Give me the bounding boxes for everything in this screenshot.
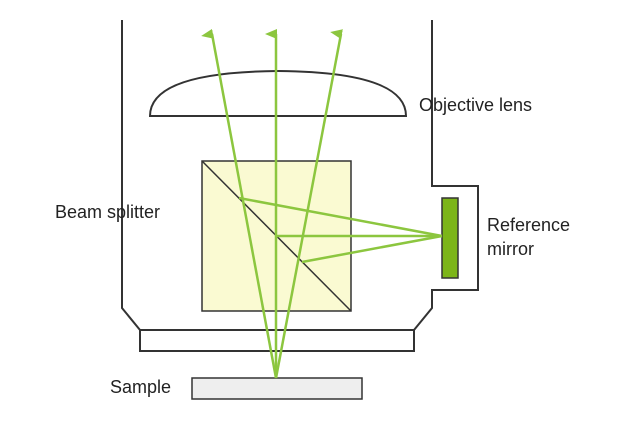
objective-housing [121,20,479,331]
reference-mirror-label-line2: mirror [487,239,534,259]
objective-lens [148,69,408,117]
objective-lens-label: Objective lens [419,95,533,115]
beam-splitter-label: Beam splitter [55,202,161,222]
beam-reference-lower [301,234,443,264]
beam-reference-upper [238,196,443,238]
reference-mirror [441,197,459,279]
light-paths [201,28,443,379]
beam-right-up [274,29,343,379]
reference-mirror-label-line1: Reference [487,215,571,235]
sample-slide [191,377,363,400]
beam-left-up [201,28,278,379]
housing-right-wall [413,20,479,331]
housing-left-wall [121,20,141,331]
sample-label: Sample [110,377,172,397]
